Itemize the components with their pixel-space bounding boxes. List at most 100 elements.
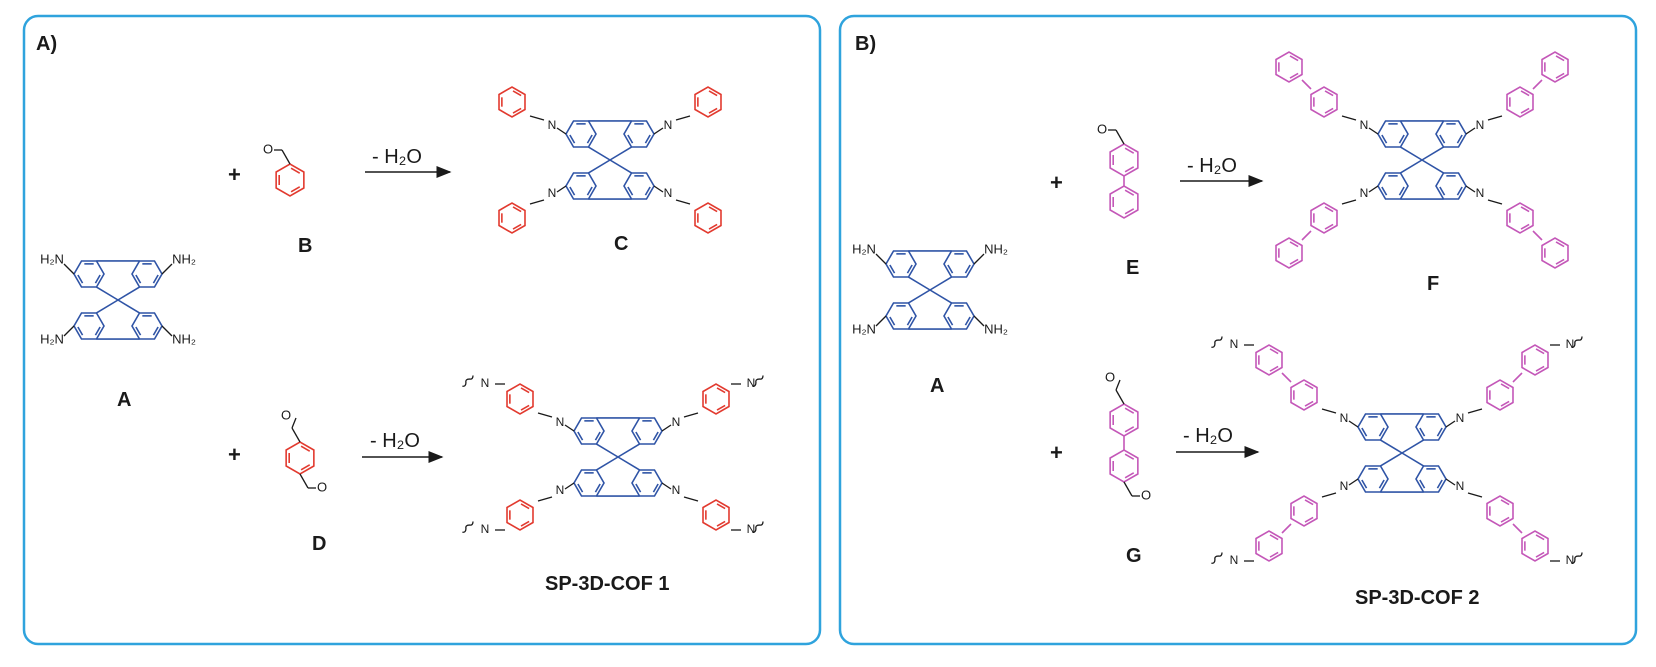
atom-label: N [672, 483, 681, 497]
wavy-bond [1211, 552, 1223, 564]
benzene-ring [1377, 172, 1409, 200]
benzene-ring [498, 202, 526, 234]
reaction-condition: - H₂O [1183, 425, 1233, 447]
benzene-ring [694, 86, 722, 118]
benzene-ring [702, 383, 730, 415]
compound-label-a: A [117, 389, 131, 411]
benzene-ring [1255, 344, 1283, 376]
spirobifluorene-core [885, 250, 975, 330]
benzene-ring [1357, 465, 1389, 493]
reaction-condition: - H₂O [1187, 155, 1237, 177]
wavy-bond [1571, 336, 1583, 348]
compound-label-b: B [298, 235, 312, 257]
benzene-ring [631, 417, 663, 445]
benzene-ring [1506, 202, 1534, 234]
atom-label: N [1476, 186, 1485, 200]
atom-label: N [1360, 186, 1369, 200]
benzene-ring [1290, 379, 1318, 411]
compound-label-sp-3d-cof-2: SP-3D-COF 2 [1355, 587, 1479, 609]
atom-label: O [1105, 369, 1115, 384]
spirobifluorene-core [1377, 120, 1467, 200]
benzene-ring [275, 163, 305, 197]
reaction-condition: - H₂O [370, 430, 420, 452]
benzene-ring [1310, 202, 1338, 234]
benzene-ring [702, 499, 730, 531]
spirobifluorene-core [73, 260, 163, 340]
atom-label: N [1340, 479, 1349, 493]
benzene-ring [1541, 237, 1569, 269]
compound-b-benzaldehyde: O [263, 141, 305, 197]
benzene-ring [131, 312, 163, 340]
compound-label-c: C [614, 233, 628, 255]
panel-b-label: B) [855, 33, 876, 55]
benzene-ring [1275, 51, 1303, 83]
benzene-ring [1109, 143, 1139, 177]
panel-a-frame [22, 14, 822, 646]
benzene-ring [1415, 413, 1447, 441]
benzene-ring [1310, 86, 1338, 118]
benzene-ring [1435, 172, 1467, 200]
benzene-ring [631, 469, 663, 497]
atom-label: N [556, 415, 565, 429]
benzene-ring [498, 86, 526, 118]
atom-label: H₂N [852, 241, 876, 256]
benzene-ring [623, 172, 655, 200]
benzene-ring [1109, 403, 1139, 437]
atom-label: H₂N [40, 251, 64, 266]
atom-label: NH₂ [984, 321, 1008, 336]
compound-e-biphenylcarbaldehyde: O [1097, 121, 1139, 219]
atom-label: N [1340, 411, 1349, 425]
benzene-ring [1521, 344, 1549, 376]
reaction-condition: - H₂O [372, 146, 422, 168]
benzene-ring [73, 312, 105, 340]
benzene-ring [1255, 530, 1283, 562]
wavy-bond [462, 375, 474, 387]
compound-d-terephthalaldehyde: OO [281, 407, 327, 494]
atom-label: N [1230, 337, 1239, 351]
compound-label-g: G [1126, 545, 1142, 567]
wavy-bond [752, 375, 764, 387]
benzene-ring [1541, 51, 1569, 83]
wavy-bond [752, 521, 764, 533]
atom-label: N [1360, 118, 1369, 132]
benzene-ring [943, 302, 975, 330]
spirobifluorene-core [1357, 413, 1447, 493]
atom-label: N [1456, 479, 1465, 493]
atom-label: H₂N [852, 321, 876, 336]
benzene-ring [623, 120, 655, 148]
benzene-ring [565, 172, 597, 200]
wavy-bond [462, 521, 474, 533]
atom-label: N [548, 186, 557, 200]
benzene-ring [506, 499, 534, 531]
benzene-ring [1109, 185, 1139, 219]
atom-label: N [481, 522, 490, 536]
benzene-ring [1415, 465, 1447, 493]
compound-g-biphenyldicarbaldehyde: OO [1105, 369, 1151, 502]
benzene-ring [943, 250, 975, 278]
atom-label: O [317, 479, 327, 494]
wavy-bond [1571, 552, 1583, 564]
atom-label: O [281, 407, 291, 422]
panel-a-label: A) [36, 33, 57, 55]
benzene-ring [1521, 530, 1549, 562]
atom-label: NH₂ [984, 241, 1008, 256]
benzene-ring [1506, 86, 1534, 118]
atom-label: N [481, 376, 490, 390]
atom-label: O [1141, 487, 1151, 502]
plus-sign: + [228, 162, 241, 187]
benzene-ring [1357, 413, 1389, 441]
benzene-ring [1275, 237, 1303, 269]
atom-label: H₂N [40, 331, 64, 346]
atom-label: N [747, 376, 756, 390]
atom-label: N [1456, 411, 1465, 425]
atom-label: NH₂ [172, 251, 196, 266]
atom-label: N [672, 415, 681, 429]
compound-label-f: F [1427, 273, 1439, 295]
benzene-ring [131, 260, 163, 288]
atom-label: N [548, 118, 557, 132]
benzene-ring [285, 441, 315, 475]
benzene-ring [73, 260, 105, 288]
